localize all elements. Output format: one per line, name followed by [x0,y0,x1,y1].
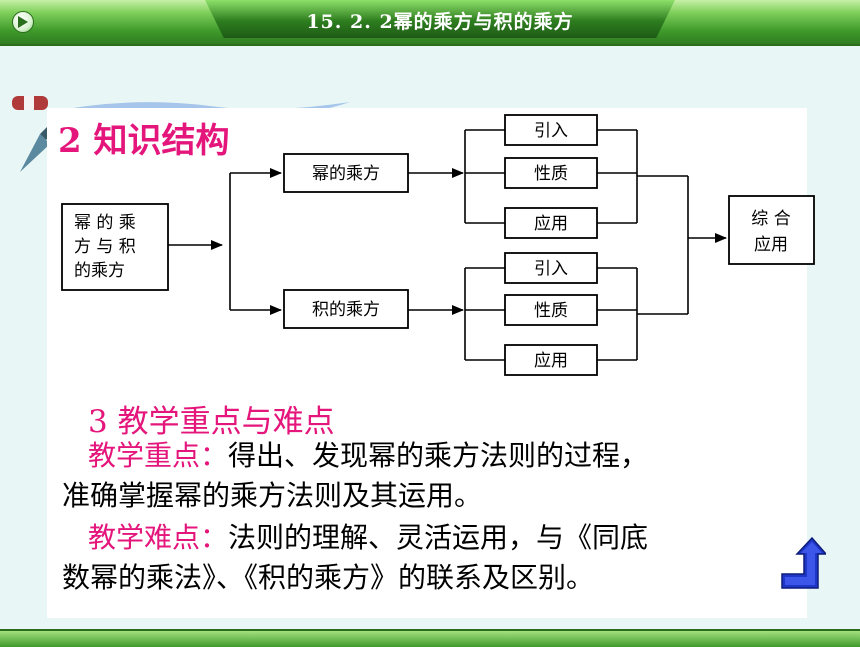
box-power-of-power [283,153,409,193]
slide-content [47,108,807,618]
section-title-knowledge: 2 知识结构 [58,121,230,161]
difficulty-text-1: 法则的理解、灵活运用，与《同底 [228,521,649,554]
root-line-2: 方 与 积 [74,237,136,257]
difficulty-line-1: 教学难点：法则的理解、灵活运用，与《同底 [88,518,648,558]
up-arrow-icon[interactable] [780,536,828,590]
label-property-2: 性质 [534,301,568,321]
label-intro-2: 引入 [534,259,568,279]
footer-bar [0,629,860,647]
root-line-3: 的乘方 [74,261,125,281]
box-intro-2 [504,252,598,284]
focus-label: 教学重点： [88,439,229,472]
root-line-1: 幂 的 乘 [74,213,136,233]
label-property-1: 性质 [534,164,568,184]
label-application-1: 应用 [534,214,568,234]
final-line-2: 应用 [754,235,788,255]
box-power-of-product [283,289,409,329]
root-box [61,203,169,291]
title-tab [205,0,675,38]
focus-line-2: 准确掌握幂的乘方法则及其运用。 [62,479,483,512]
label-power-of-power: 幂的乘方 [312,164,380,184]
page-title: 15. 2. 2幂的乘方与积的乘方 [306,11,574,33]
final-box [728,195,815,265]
box-application-1 [504,207,598,239]
difficulty-label: 教学难点： [88,521,229,554]
box-intro-1 [504,114,598,146]
difficulty-line-2: 数幂的乘法》、《积的乘方》的联系及区别。 [62,561,595,594]
label-application-2: 应用 [534,351,568,371]
box-application-2 [504,344,598,376]
focus-line-1: 教学重点：得出、发现幂的乘方法则的过程， [88,436,648,476]
play-icon[interactable] [12,11,34,33]
focus-text-1: 得出、发现幂的乘方法则的过程， [228,439,649,472]
box-property-1 [504,157,598,189]
box-property-2 [504,294,598,326]
section-title-focus: 3 教学重点与难点 [88,404,335,440]
label-power-of-product: 积的乘方 [312,300,380,320]
final-line-1: 综 合 [751,209,790,229]
label-intro-1: 引入 [534,121,568,141]
